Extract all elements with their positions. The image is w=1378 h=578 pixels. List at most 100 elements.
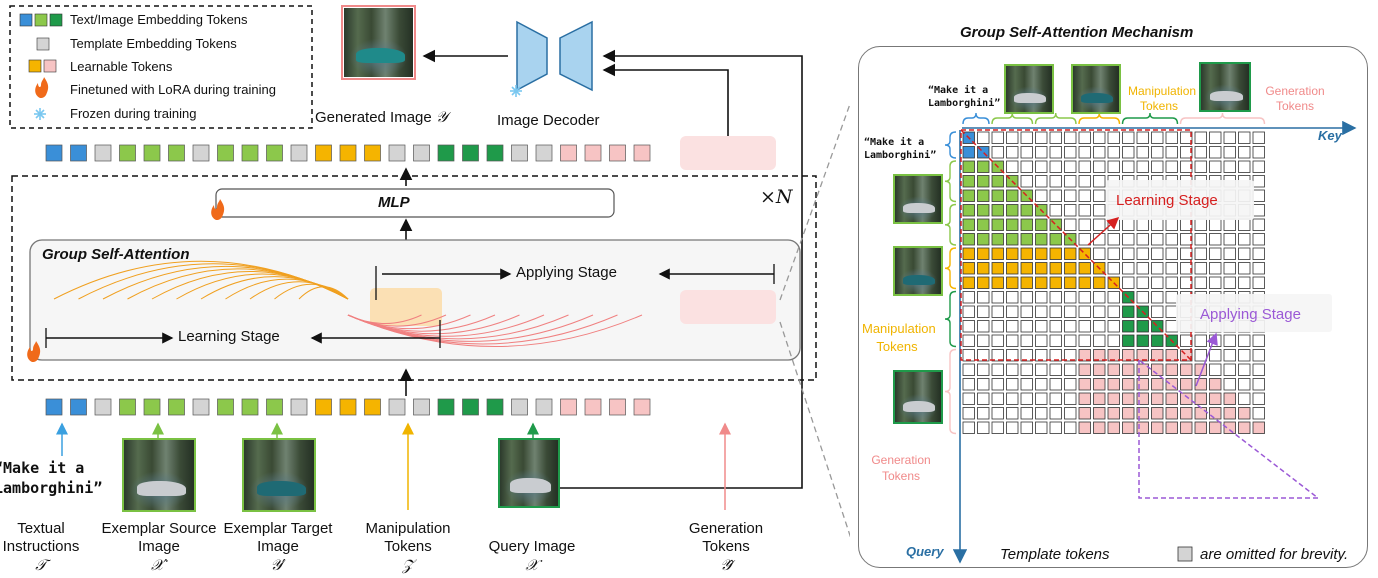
attention-cell	[977, 363, 990, 376]
attention-cell	[1136, 407, 1149, 420]
attention-cell	[1064, 363, 1077, 376]
attention-cell	[1209, 131, 1222, 144]
attention-cell	[1093, 305, 1106, 318]
attention-cell	[1078, 334, 1091, 347]
attention-cell	[1049, 320, 1062, 333]
attention-cell	[1049, 160, 1062, 173]
attention-cell	[977, 291, 990, 304]
attention-cell	[962, 247, 975, 260]
attention-cell	[1020, 421, 1033, 434]
attention-cell	[1006, 320, 1019, 333]
attention-cell	[1122, 218, 1135, 231]
attention-cell	[1035, 276, 1048, 289]
attention-cell	[1093, 291, 1106, 304]
attention-cell	[991, 363, 1004, 376]
attention-cell	[1035, 378, 1048, 391]
attention-cell	[1035, 320, 1048, 333]
attention-cell	[962, 175, 975, 188]
attention-cell	[1122, 146, 1135, 159]
attention-cell	[1049, 218, 1062, 231]
caption-name: Textual Instructions	[2, 520, 80, 555]
attention-cell	[1035, 218, 1048, 231]
attention-cell	[1151, 349, 1164, 362]
legend-label-lora: Finetuned with LoRA during training	[70, 82, 276, 97]
attention-cell	[1006, 160, 1019, 173]
attention-cell	[1035, 233, 1048, 246]
attention-cell	[1020, 349, 1033, 362]
token-template-token	[192, 398, 210, 416]
query-group-brace	[944, 247, 957, 290]
attention-cell	[1078, 233, 1091, 246]
output-token-row	[45, 144, 651, 162]
attention-cell	[1165, 247, 1178, 260]
token-generation-token	[609, 144, 626, 162]
attention-cell	[1165, 146, 1178, 159]
token-image-token	[217, 144, 234, 162]
attention-cell	[1252, 392, 1265, 405]
attention-cell	[1093, 276, 1106, 289]
attention-cell	[1165, 305, 1178, 318]
attention-cell	[1209, 407, 1222, 420]
attention-cell	[1180, 392, 1193, 405]
attention-cell	[1006, 363, 1019, 376]
attention-cell	[1093, 131, 1106, 144]
attention-cell	[1078, 320, 1091, 333]
attention-cell	[1136, 233, 1149, 246]
attention-cell	[1078, 262, 1091, 275]
attention-cell	[1078, 305, 1091, 318]
attention-cell	[977, 421, 990, 434]
attention-cell	[962, 291, 975, 304]
key-group-brace	[991, 112, 1034, 125]
attention-cell	[1020, 407, 1033, 420]
attention-cell	[1165, 407, 1178, 420]
attention-cell	[1136, 276, 1149, 289]
attention-cell	[1064, 334, 1077, 347]
repeat-label: ×N	[760, 186, 793, 208]
attention-cell	[1020, 131, 1033, 144]
attention-cell	[1165, 421, 1178, 434]
attention-cell	[1252, 276, 1265, 289]
token-image-token	[241, 144, 259, 162]
query-group-brace	[944, 290, 957, 348]
attention-cell	[1006, 247, 1019, 260]
attention-cell	[1238, 407, 1251, 420]
key-group-brace	[1179, 112, 1266, 125]
attention-cell	[1020, 204, 1033, 217]
attention-cell	[991, 291, 1004, 304]
attention-cell	[962, 363, 975, 376]
attention-cell	[1064, 175, 1077, 188]
attention-cell	[1107, 146, 1120, 159]
attention-cell	[1035, 262, 1048, 275]
attention-cell	[1006, 334, 1019, 347]
attention-matrix-graphics	[944, 112, 1357, 564]
legend-label-embedding: Text/Image Embedding Tokens	[70, 12, 248, 27]
attention-cell	[1122, 392, 1135, 405]
caption-name: Exemplar Target Image	[223, 520, 333, 555]
attention-cell	[1238, 276, 1251, 289]
attention-cell	[991, 421, 1004, 434]
attention-cell	[1049, 407, 1062, 420]
attention-cell	[1223, 334, 1236, 347]
attention-cell	[1093, 363, 1106, 376]
attention-cell	[1252, 378, 1265, 391]
attention-cell	[1020, 291, 1033, 304]
right-panel-title: Group Self-Attention Mechanism	[960, 24, 1194, 41]
attention-cell	[1078, 189, 1091, 202]
attention-cell	[1093, 146, 1106, 159]
attention-cell	[1035, 407, 1048, 420]
attention-cell	[1064, 204, 1077, 217]
attention-cell	[1035, 305, 1048, 318]
attention-cell	[1107, 349, 1120, 362]
attention-cell	[1049, 189, 1062, 202]
attention-cell	[977, 247, 990, 260]
token-generation-token	[560, 398, 577, 416]
attention-cell	[1093, 204, 1106, 217]
attention-cell	[962, 407, 975, 420]
attention-cell	[1064, 146, 1077, 159]
attention-cell	[1252, 363, 1265, 376]
attention-cell	[1165, 160, 1178, 173]
attention-cell	[1252, 407, 1265, 420]
attention-cell	[1122, 233, 1135, 246]
attention-cell	[1020, 305, 1033, 318]
attention-cell	[1252, 160, 1265, 173]
